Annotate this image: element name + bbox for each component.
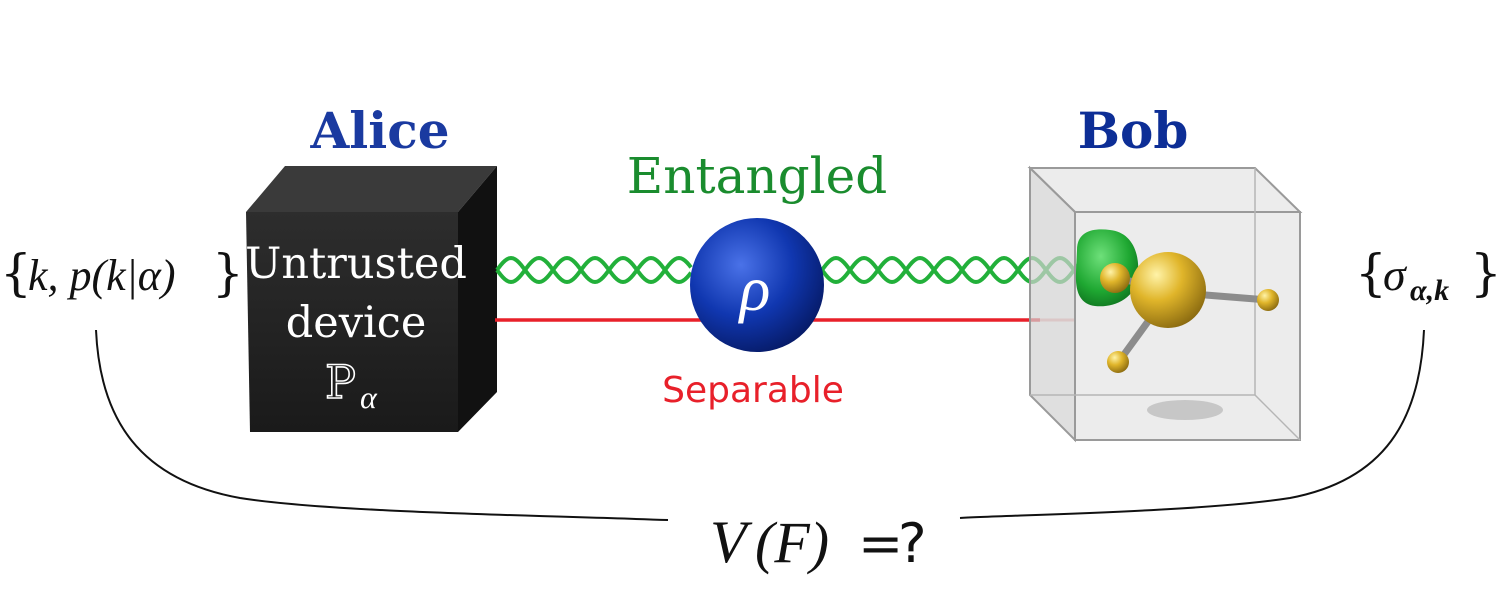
entangled-label: Entangled bbox=[627, 147, 887, 205]
right-set-open-brace: { bbox=[1355, 244, 1387, 302]
formula-arg: (F) bbox=[755, 510, 829, 575]
rho-symbol: ρ bbox=[738, 253, 771, 324]
left-set-expression: { k, p(k|α) } bbox=[0, 244, 244, 302]
right-set-expression: { σ α,k } bbox=[1355, 244, 1498, 307]
alice-label: Alice bbox=[309, 101, 449, 160]
alice-device-symbol-base: P bbox=[325, 355, 356, 409]
bob-box-top bbox=[1027, 167, 1303, 213]
alice-box-front bbox=[246, 212, 458, 432]
alice-box-side bbox=[458, 166, 497, 432]
formula-v: V bbox=[710, 509, 753, 575]
bob-shadow bbox=[1147, 400, 1223, 420]
alice-black-box bbox=[246, 166, 497, 432]
right-set-close-brace: } bbox=[1470, 244, 1498, 302]
left-set-close-brace: } bbox=[212, 244, 244, 302]
bob-box-back-diag bbox=[1254, 394, 1301, 441]
alice-device-symbol: P α bbox=[324, 354, 378, 415]
bob-box-left bbox=[1029, 165, 1076, 443]
formula-equals: = bbox=[858, 512, 903, 575]
left-set-open-brace: { bbox=[0, 244, 32, 302]
right-set-sigma: σ bbox=[1383, 249, 1408, 300]
alice-box-top bbox=[246, 166, 497, 212]
molecule-atom-bottom bbox=[1107, 351, 1129, 373]
entangled-strand-left-2 bbox=[495, 255, 693, 285]
brace-curve-right bbox=[959, 329, 1425, 519]
separable-label: Separable bbox=[662, 370, 844, 411]
alice-device-line2: device bbox=[286, 298, 427, 348]
rho-sphere: ρ bbox=[690, 218, 824, 352]
molecule-atom-small-left bbox=[1100, 263, 1130, 293]
right-set-subscript: α,k bbox=[1410, 274, 1449, 307]
molecule-atom-center bbox=[1130, 252, 1206, 328]
molecule-atom-right bbox=[1257, 289, 1279, 311]
bob-glass-box bbox=[1027, 165, 1303, 443]
bottom-formula: V (F) = ? bbox=[710, 509, 927, 575]
entangled-strand-left-1 bbox=[495, 255, 693, 285]
formula-question: ? bbox=[898, 512, 927, 575]
bob-label: Bob bbox=[1078, 101, 1189, 160]
alice-device-symbol-sub: α bbox=[360, 379, 378, 415]
left-set-content: k, p(k|α) bbox=[28, 251, 176, 300]
alice-device-line1: Untrusted bbox=[245, 239, 467, 289]
brace-curve-left bbox=[95, 329, 669, 521]
rho-sphere-body bbox=[690, 218, 824, 352]
